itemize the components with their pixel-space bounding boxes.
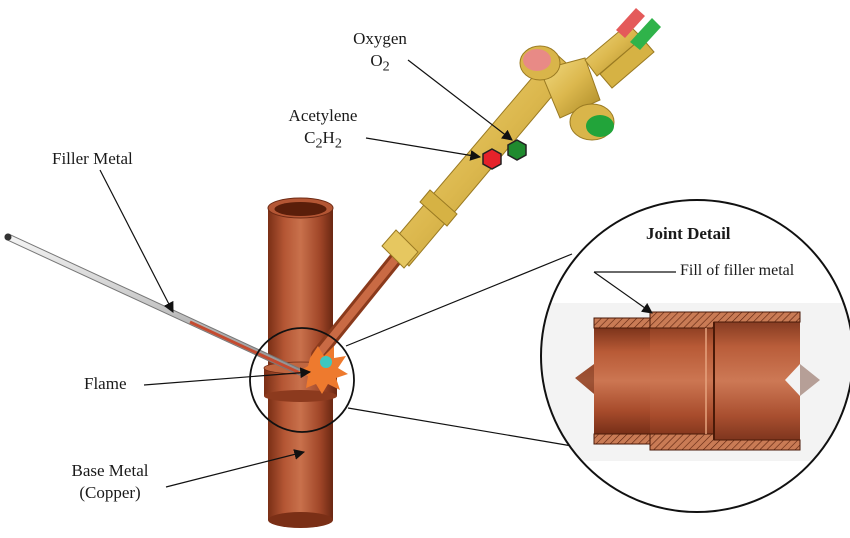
- oxygen-valve-knob: [523, 49, 551, 71]
- fill-of-filler-metal-label: Fill of filler metal: [680, 262, 795, 279]
- base-metal-label: Base Metal (Copper): [60, 462, 160, 502]
- joint-detail: [540, 199, 850, 513]
- filler-metal-label: Filler Metal: [52, 149, 133, 168]
- oxygen-formula-symbol: O: [370, 50, 383, 70]
- filler-metal-leader: [99, 169, 174, 313]
- oxygen-label: Oxygen O2: [344, 30, 416, 74]
- green-hexagon-icon: [507, 139, 527, 161]
- oxygen-name: Oxygen: [353, 29, 407, 48]
- acetylene-c: C: [304, 127, 316, 147]
- oxygen-formula: O2: [344, 50, 416, 75]
- acetylene-formula: C2H2: [278, 127, 368, 152]
- flame-leader: [143, 367, 312, 386]
- filler-rod: [4, 233, 304, 376]
- flame: [298, 346, 348, 394]
- fill-leader-arrow: [593, 271, 653, 314]
- joint-callout-circle: [249, 327, 355, 433]
- red-hexagon-icon: [482, 148, 502, 170]
- green-valve-knob: [586, 115, 614, 137]
- oxygen-leader: [407, 59, 513, 141]
- acetylene-leader: [365, 137, 482, 161]
- leader-lines: [99, 59, 676, 488]
- detail-link-lower: [347, 407, 573, 447]
- acetylene-label: Acetylene C2H2: [278, 107, 368, 151]
- joint-detail-title: Joint Detail: [646, 224, 731, 243]
- base-metal-name: Base Metal: [71, 461, 149, 480]
- acetylene-h: H: [322, 127, 335, 147]
- oxygen-formula-sub: 2: [382, 58, 390, 75]
- flame-label: Flame: [84, 374, 127, 393]
- acetylene-c-sub: 2: [315, 135, 323, 152]
- detail-link-upper: [345, 253, 573, 347]
- base-metal-leader: [165, 449, 306, 488]
- base-metal-material: (Copper): [79, 482, 141, 502]
- acetylene-name: Acetylene: [288, 106, 358, 125]
- torch: [311, 8, 661, 362]
- acetylene-h-sub: 2: [334, 135, 342, 152]
